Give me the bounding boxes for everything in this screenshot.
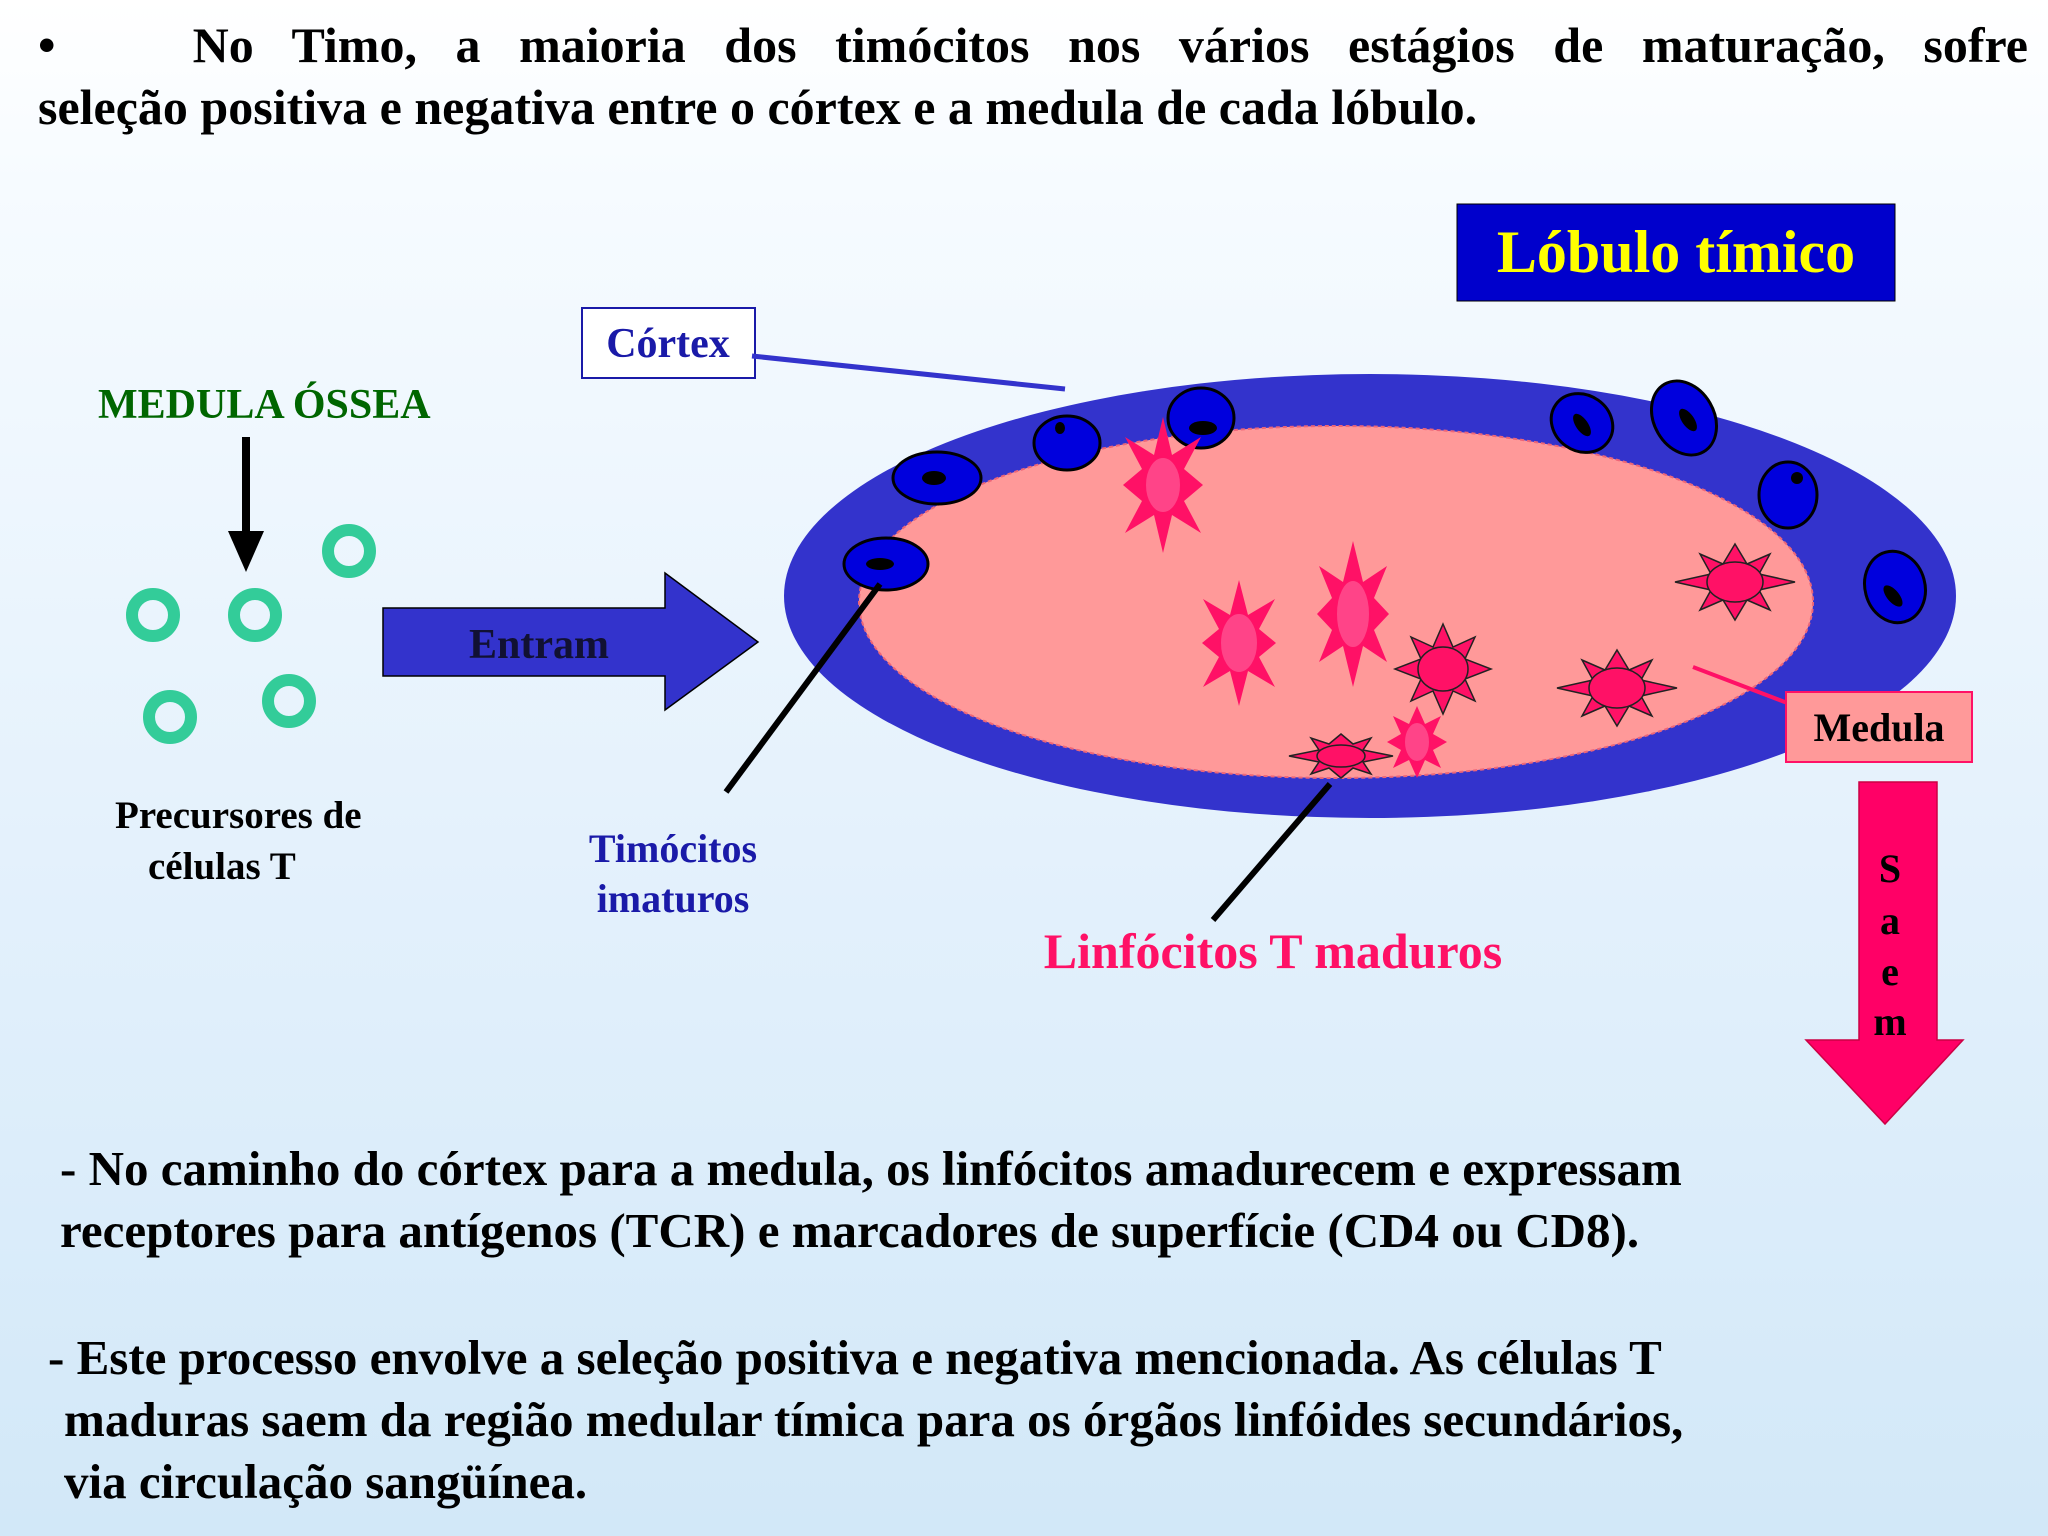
paragraph-1-line-1: - No caminho do córtex para a medula, os… [60,1141,1682,1196]
diagram-title: Lóbulo tímico [1497,219,1855,285]
paragraph-2-line-3: via circulação sangüínea. [64,1454,588,1509]
mature-cell [1317,541,1389,687]
mature-cell [1392,622,1494,716]
mature-label: Linfócitos T maduros [1044,923,1502,979]
intro-line-1: • No Timo, a maioria dos timócitos nos v… [38,14,2028,76]
paragraph-2-line-2: maduras saem da região medular tímica pa… [64,1392,1684,1447]
mature-cell [1387,706,1447,778]
cortex-pointer-line [751,353,1066,392]
t-cell-precursors [126,524,376,744]
exit-letter-s: S [1879,846,1901,891]
medulla-label: Medula [1813,705,1944,750]
precursor-cell [143,690,197,744]
precursors-label-line-1: Precursores de [115,794,362,837]
intro-line-2: seleção positiva e negativa entre o córt… [38,79,1478,135]
mature-pointer-line [1210,782,1333,922]
exit-letter-a: a [1880,898,1900,943]
paragraph-2-line-1: - Este processo envolve a seleção positi… [48,1330,1662,1385]
cortex-label: Córtex [606,321,730,367]
bone-marrow-label: MEDULA ÓSSEA [98,381,431,428]
enter-label: Entram [469,622,609,668]
thymocyte-cell [1166,386,1236,450]
mature-cell [1202,580,1276,706]
exit-arrow-icon [1804,781,1965,1126]
immature-label-line-1: Timócitos [589,826,757,871]
title-box [1456,203,1896,302]
thymocyte-cell [1757,460,1819,530]
medulla-pointer-line [1692,665,1791,706]
exit-letter-e: e [1881,949,1899,994]
mature-t-cells [1123,417,1796,779]
thymocyte-cell [1032,414,1102,472]
immature-pointer-line [723,582,883,794]
mature-cell [1123,417,1203,553]
paragraph-1-line-2: receptores para antígenos (TCR) e marcad… [60,1203,1640,1258]
mature-cell [1288,733,1394,779]
mature-cell [1674,542,1796,622]
exit-letter-m: m [1873,999,1906,1044]
thymocyte-cell [1863,549,1927,625]
medulla-label-box [1785,691,1973,763]
intro-text: • No Timo, a maioria dos timócitos nos v… [38,14,2028,138]
precursor-cell [126,588,180,642]
thymocyte-cell [1650,379,1718,457]
precursors-label-line-2: células T [148,845,296,888]
intro-line-1-text: No Timo, a maioria dos timócitos nos vár… [192,17,2029,73]
enter-arrow-icon [382,571,760,712]
thymocyte-cell [891,450,983,506]
paragraph-2: - Este processo envolve a seleção positi… [48,1327,1683,1513]
thymocyte-cell [1549,392,1615,454]
precursor-cell [262,674,316,728]
precursor-cell [322,524,376,578]
mature-cell [1556,648,1678,728]
immature-thymocytes [842,379,1927,625]
paragraph-1: - No caminho do córtex para a medula, os… [60,1138,1682,1262]
down-arrow-icon [228,531,264,572]
immature-label-line-2: imaturos [597,876,750,921]
precursor-cell [228,588,282,642]
thymocyte-cell [842,536,930,592]
bullet-icon: • [38,17,56,73]
cortex-label-box [581,307,756,379]
